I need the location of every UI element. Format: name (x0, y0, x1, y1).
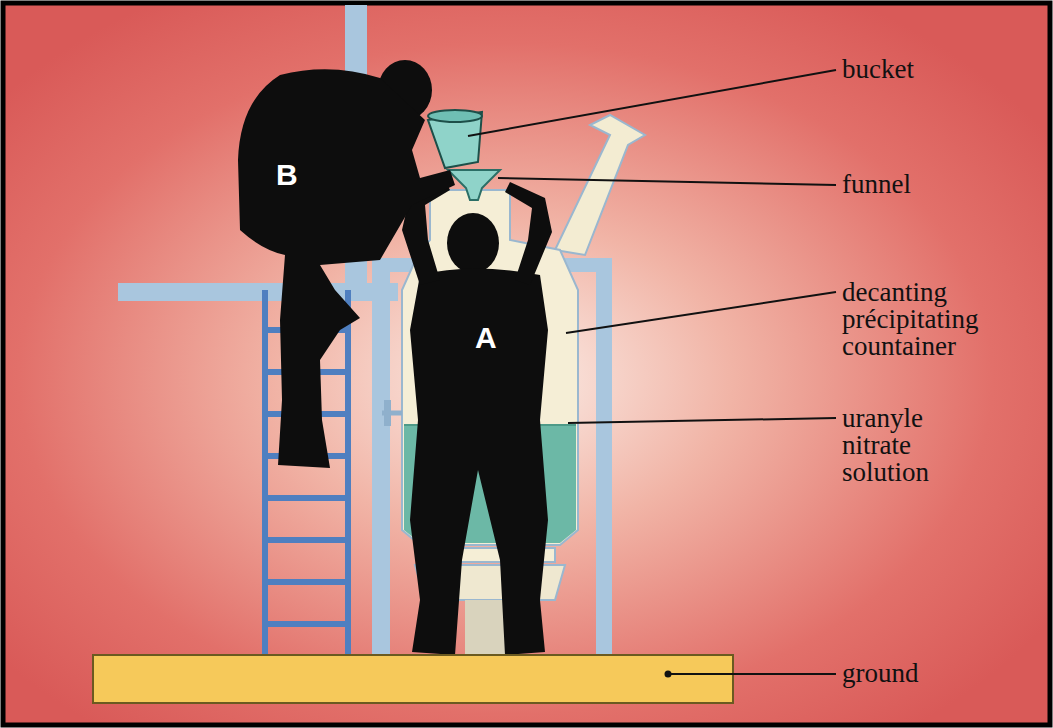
leader-dot (665, 671, 672, 678)
frame-post (372, 258, 390, 655)
funnel (448, 170, 500, 200)
ground-band (93, 655, 733, 703)
frame-post (596, 258, 612, 655)
part-label: bucket (842, 56, 914, 83)
part-label: decanting précipitating countainer (842, 279, 978, 360)
background (3, 3, 1050, 725)
part-label: funnel (842, 171, 911, 198)
leader-line (468, 70, 836, 674)
part-label: ground (842, 660, 919, 687)
part-label: uranyle nitrate solution (842, 405, 929, 486)
bucket-rim (428, 110, 482, 122)
person-a (402, 180, 552, 655)
handwheel (384, 400, 391, 426)
person-b (238, 60, 455, 468)
chute (555, 115, 645, 255)
figure-letter: A (475, 323, 497, 353)
cross-arm (118, 283, 398, 301)
figure-letter: B (276, 160, 298, 190)
